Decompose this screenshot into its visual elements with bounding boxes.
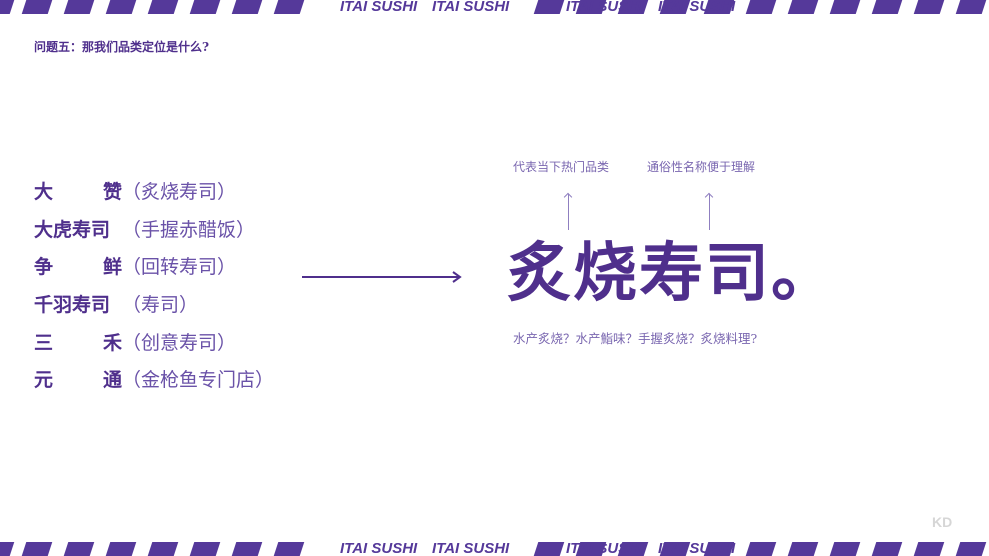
stripe [913, 0, 945, 14]
brand-name: 大虎寿司 [34, 218, 111, 241]
stripe [105, 542, 137, 556]
arrow-right-icon [302, 271, 462, 283]
stripe [829, 542, 861, 556]
stripe [231, 542, 263, 556]
stripe [533, 542, 565, 556]
brand-category: （创意寿司） [122, 331, 237, 354]
page-title: 问题五：那我们品类定位是什么? [34, 40, 210, 54]
stripe [955, 0, 987, 14]
list-item: 大虎寿司 （手握赤醋饭） [34, 210, 274, 248]
brand-name: 千羽寿司 [34, 294, 111, 317]
list-item: 三 禾（创意寿司） [34, 322, 274, 360]
brand-text: ITAI SUSHI [658, 542, 736, 556]
list-item: 争 鲜（回转寿司） [34, 247, 274, 285]
brand-name: 禾 [102, 331, 122, 354]
brand-text: ITAI SUSHI [566, 0, 644, 14]
brand-text: ITAI SUSHI [658, 0, 736, 14]
stripe [21, 0, 53, 14]
stripe [63, 0, 95, 14]
stripe [189, 0, 221, 14]
alternative-names: 水产炙烧？水产鮨味？手握炙烧？炙烧料理? [513, 331, 758, 346]
brand-category: （回转寿司） [122, 256, 237, 279]
stripe [871, 542, 903, 556]
stripe [189, 542, 221, 556]
brand-category: （手握赤醋饭） [122, 218, 256, 241]
stripe [231, 0, 263, 14]
brand-category: （寿司） [122, 294, 199, 317]
corner-logo: KD [932, 514, 953, 530]
brand-text: ITAI SUSHI [432, 0, 510, 14]
stripe [105, 0, 137, 14]
stripe [913, 542, 945, 556]
stripe [0, 542, 15, 556]
brand-text: ITAI SUSHI [432, 542, 510, 556]
brand-text: ITAI SUSHI [340, 542, 418, 556]
stripe [745, 0, 777, 14]
brand-text: ITAI SUSHI [566, 542, 644, 556]
headline: 炙烧寿司。 [507, 236, 837, 311]
stripe [147, 0, 179, 14]
stripe [273, 542, 305, 556]
stripe [147, 542, 179, 556]
bottom-stripe-band: ITAI SUSHI ITAI SUSHI ITAI SUSHI ITAI SUSHI [0, 542, 989, 556]
stripe [63, 542, 95, 556]
brand-name: 争 [34, 256, 54, 279]
stripe [955, 542, 987, 556]
stripe [829, 0, 861, 14]
brand-category: （炙烧寿司） [122, 181, 237, 204]
stripe [273, 0, 305, 14]
stripe [787, 0, 819, 14]
brand-name: 大 [34, 181, 54, 204]
brand-list: 大 赞（炙烧寿司） 大虎寿司 （手握赤醋饭） 争 鲜（回转寿司） 千羽寿司 （寿司） 三… [34, 172, 274, 398]
stripe [745, 542, 777, 556]
stripe [0, 0, 15, 14]
brand-name: 鲜 [102, 256, 122, 279]
stripe [871, 0, 903, 14]
arrow-up-icon [709, 194, 710, 230]
brand-name: 通 [102, 369, 122, 392]
brand-name: 三 [34, 331, 54, 354]
arrow-up-icon [568, 194, 569, 230]
list-item: 元 通（金枪鱼专门店） [34, 360, 274, 398]
stripe [787, 542, 819, 556]
top-stripe-band: ITAI SUSHI ITAI SUSHI ITAI SUSHI ITAI SUSHI [0, 0, 989, 14]
list-item: 大 赞（炙烧寿司） [34, 172, 274, 210]
brand-name: 赞 [102, 181, 122, 204]
note-left: 代表当下热门品类 [513, 160, 610, 174]
note-right: 通俗性名称便于理解 [647, 160, 756, 174]
brand-category: （金枪鱼专门店） [122, 369, 275, 392]
stripe [533, 0, 565, 14]
brand-name: 元 [34, 369, 54, 392]
brand-text: ITAI SUSHI [340, 0, 418, 14]
list-item: 千羽寿司 （寿司） [34, 285, 274, 323]
stripe [21, 542, 53, 556]
